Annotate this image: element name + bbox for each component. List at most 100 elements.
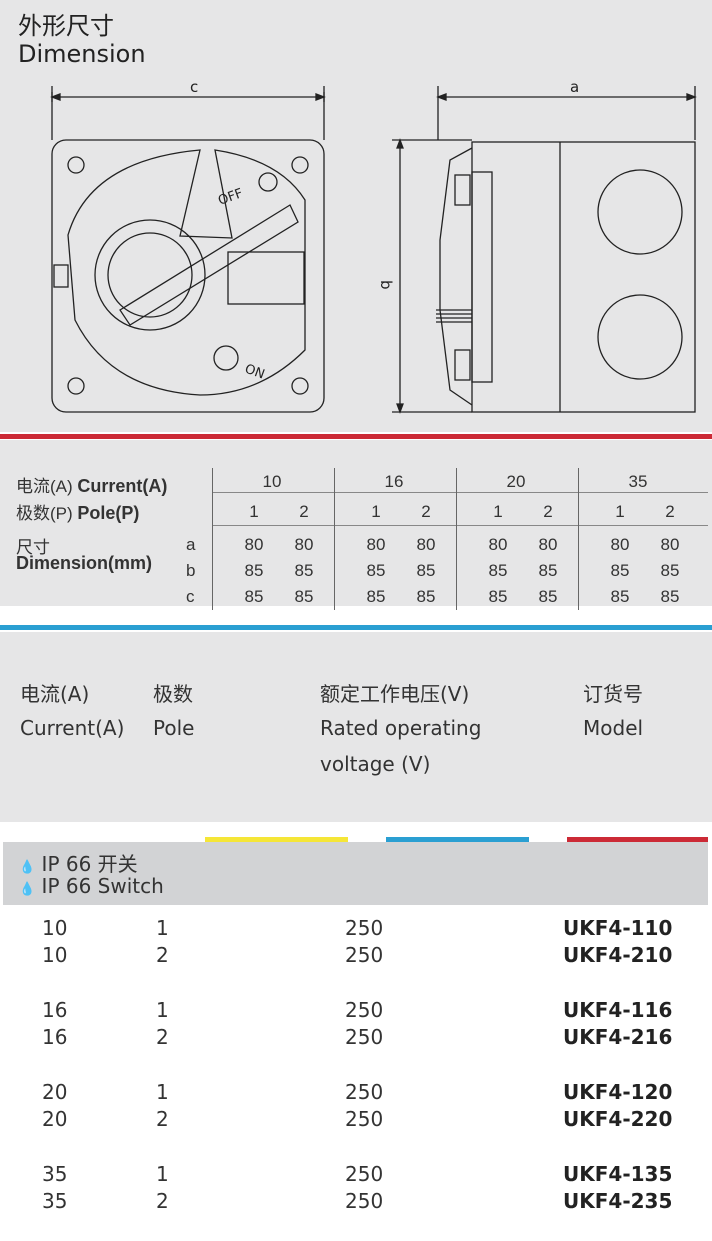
row-voltage: 250: [345, 1025, 384, 1049]
column-divider: [212, 468, 213, 610]
header-model-en: Model: [583, 716, 644, 740]
row-model: UKF4-135: [563, 1162, 673, 1186]
row-pole: 2: [156, 1189, 169, 1213]
row-current: 10: [42, 943, 68, 967]
dim-key-c: c: [186, 587, 195, 606]
dim-a-value: 80: [294, 535, 314, 554]
row-pole: 1: [156, 916, 169, 940]
header-voltage-en1: Rated operating: [320, 716, 482, 740]
current-label-cn: 电流(A): [16, 477, 73, 496]
red-divider: [0, 434, 712, 439]
row-voltage: 250: [345, 1107, 384, 1131]
header-voltage-en2: voltage (V): [320, 752, 431, 776]
row-pole: 1: [156, 1080, 169, 1104]
dim-c-value: 85: [538, 587, 558, 606]
order-table-header: 电流(A) Current(A) 极数 Pole 额定工作电压(V) Rated op…: [0, 632, 712, 822]
row-model: UKF4-220: [563, 1107, 673, 1131]
row-model: UKF4-235: [563, 1189, 673, 1213]
dim-b-value: 85: [366, 561, 386, 580]
pole-value: 1: [249, 502, 259, 521]
row-divider: [212, 525, 708, 526]
row-current: 35: [42, 1162, 68, 1186]
row-model: UKF4-216: [563, 1025, 673, 1049]
dim-label-en: Dimension(mm): [16, 553, 153, 573]
row-current: 16: [42, 1025, 68, 1049]
dim-c-value: 85: [294, 587, 314, 606]
pole-value: 1: [493, 502, 503, 521]
pole-label-cn: 极数(P): [16, 504, 73, 523]
current-value: 16: [384, 472, 404, 491]
label-b: b: [377, 280, 395, 290]
column-divider: [578, 468, 579, 610]
pole-value: 2: [421, 502, 431, 521]
dim-c-value: 85: [488, 587, 508, 606]
row-model: UKF4-116: [563, 998, 673, 1022]
dim-b-value: 85: [416, 561, 436, 580]
dimension-drawing: c OFF ON a b: [50, 78, 697, 414]
header-voltage-cn: 额定工作电压(V): [320, 682, 470, 706]
header-current-cn: 电流(A): [20, 682, 90, 706]
dim-c-value: 85: [660, 587, 680, 606]
dim-a-value: 80: [366, 535, 386, 554]
section-title-en: IP 66 Switch: [41, 874, 164, 898]
header-model-cn: 订货号: [583, 682, 643, 706]
dim-b-value: 85: [538, 561, 558, 580]
dim-a-value: 80: [660, 535, 680, 554]
row-current: 35: [42, 1189, 68, 1213]
dim-b-value: 85: [294, 561, 314, 580]
header-pole-cn: 极数: [153, 682, 193, 706]
pole-value: 1: [615, 502, 625, 521]
current-value: 20: [506, 472, 526, 491]
row-voltage: 250: [345, 1189, 384, 1213]
blue-bar: [386, 837, 529, 842]
header-current-en: Current(A): [20, 716, 125, 740]
pole-value: 2: [665, 502, 675, 521]
row-model: UKF4-110: [563, 916, 673, 940]
row-voltage: 250: [345, 1162, 384, 1186]
row-model: UKF4-120: [563, 1080, 673, 1104]
row-pole: 1: [156, 998, 169, 1022]
row-current: 16: [42, 998, 68, 1022]
off-label: OFF: [216, 186, 245, 209]
pole-value: 1: [371, 502, 381, 521]
header-pole-en: Pole: [153, 716, 195, 740]
row-current: 20: [42, 1080, 68, 1104]
label-a: a: [570, 78, 579, 96]
row-voltage: 250: [345, 943, 384, 967]
row-voltage: 250: [345, 1080, 384, 1104]
title-cn: 外形尺寸: [18, 12, 114, 40]
row-current: 20: [42, 1107, 68, 1131]
row-pole: 1: [156, 1162, 169, 1186]
dim-c-value: 85: [416, 587, 436, 606]
row-current: 10: [42, 916, 68, 940]
water-drops-icon: 💧: [19, 882, 36, 897]
dim-b-value: 85: [610, 561, 630, 580]
dim-c-value: 85: [366, 587, 386, 606]
row-voltage: 250: [345, 916, 384, 940]
current-value: 10: [262, 472, 282, 491]
dim-b-value: 85: [660, 561, 680, 580]
water-drops-icon: 💧: [19, 860, 36, 875]
dimension-section: 外形尺寸 Dimension c OFF ON a b: [0, 0, 712, 432]
pole-label-en: Pole(P): [77, 503, 140, 523]
dim-key-a: a: [186, 535, 196, 554]
current-label-en: Current(A): [77, 476, 168, 496]
dim-label-cn: 尺寸: [16, 538, 50, 557]
row-pole: 2: [156, 943, 169, 967]
dim-a-value: 80: [610, 535, 630, 554]
section-title-cn: IP 66 开关: [41, 852, 138, 876]
ip66-section-header: 💧 IP 66 开关 💧 IP 66 Switch: [3, 842, 708, 905]
column-divider: [456, 468, 457, 610]
title-en: Dimension: [18, 40, 146, 68]
row-pole: 2: [156, 1025, 169, 1049]
dim-a-value: 80: [538, 535, 558, 554]
yellow-bar: [205, 837, 348, 842]
blue-divider: [0, 625, 712, 630]
pole-value: 2: [299, 502, 309, 521]
dim-key-b: b: [186, 561, 196, 580]
label-c: c: [190, 78, 198, 96]
dimension-table: 电流(A) Current(A) 极数(P) Pole(P) 尺寸 Dimens…: [0, 440, 712, 610]
current-value: 35: [628, 472, 648, 491]
dim-c-value: 85: [610, 587, 630, 606]
on-label: ON: [243, 362, 267, 383]
